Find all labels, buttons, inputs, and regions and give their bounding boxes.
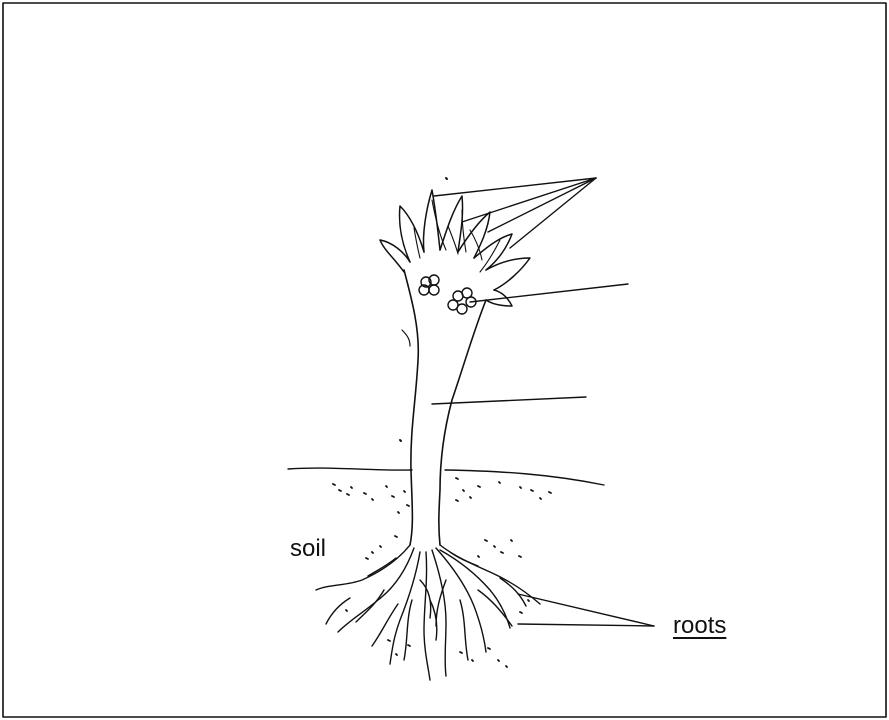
pointer-leaves-2 <box>462 178 596 222</box>
pointer-roots-1 <box>518 594 654 626</box>
pointer-leaves-3 <box>488 178 596 232</box>
pointer-roots-2 <box>518 624 654 626</box>
diagram-frame <box>3 3 886 717</box>
roots-drawing <box>316 545 540 680</box>
pointer-buds <box>470 284 628 302</box>
ground-line <box>288 468 604 485</box>
pointer-stem <box>432 397 586 404</box>
pointer-leaves-1 <box>434 178 596 196</box>
roots-label: roots <box>673 614 726 638</box>
soil-label: soil <box>290 537 326 561</box>
stem <box>400 270 486 545</box>
soil-speckles <box>333 478 551 667</box>
shoot-leaves <box>380 178 530 306</box>
flower-buds <box>419 275 476 314</box>
pointer-leaves-4 <box>510 178 596 248</box>
